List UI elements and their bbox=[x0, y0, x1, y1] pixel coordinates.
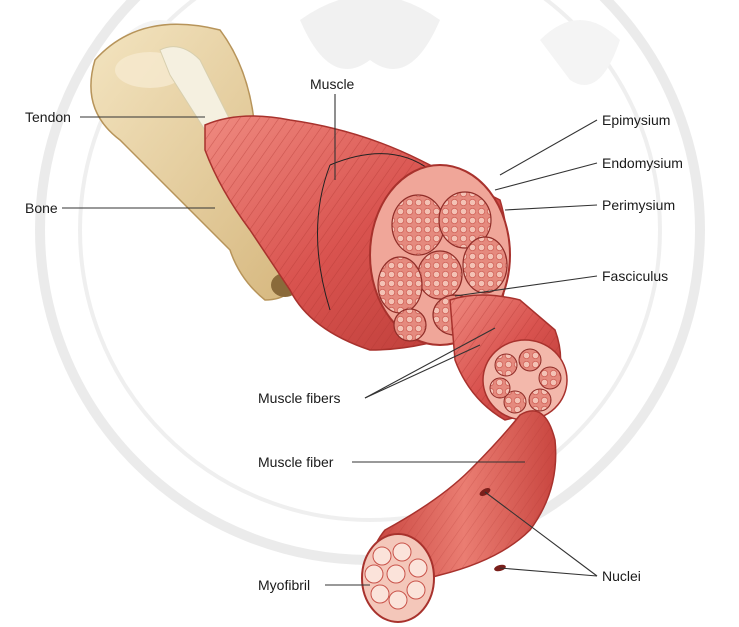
label-bone: Bone bbox=[25, 200, 58, 216]
label-tendon: Tendon bbox=[25, 109, 71, 125]
label-perimysium: Perimysium bbox=[602, 197, 675, 213]
label-endomysium: Endomysium bbox=[602, 155, 683, 171]
leader-line-perimysium bbox=[505, 205, 597, 210]
label-fasciculus: Fasciculus bbox=[602, 268, 668, 284]
label-nuclei: Nuclei bbox=[602, 568, 641, 584]
leader-line-nuclei-b bbox=[500, 568, 597, 576]
label-muscle-fiber: Muscle fiber bbox=[258, 454, 333, 470]
leader-line-endomysium bbox=[495, 163, 597, 190]
label-epimysium: Epimysium bbox=[602, 112, 670, 128]
muscle-fiber-shape bbox=[362, 411, 556, 622]
label-muscle-fibers: Muscle fibers bbox=[258, 390, 340, 406]
label-muscle: Muscle bbox=[310, 76, 354, 92]
fasciculus-bundle bbox=[450, 295, 567, 420]
label-myofibril: Myofibril bbox=[258, 577, 310, 593]
